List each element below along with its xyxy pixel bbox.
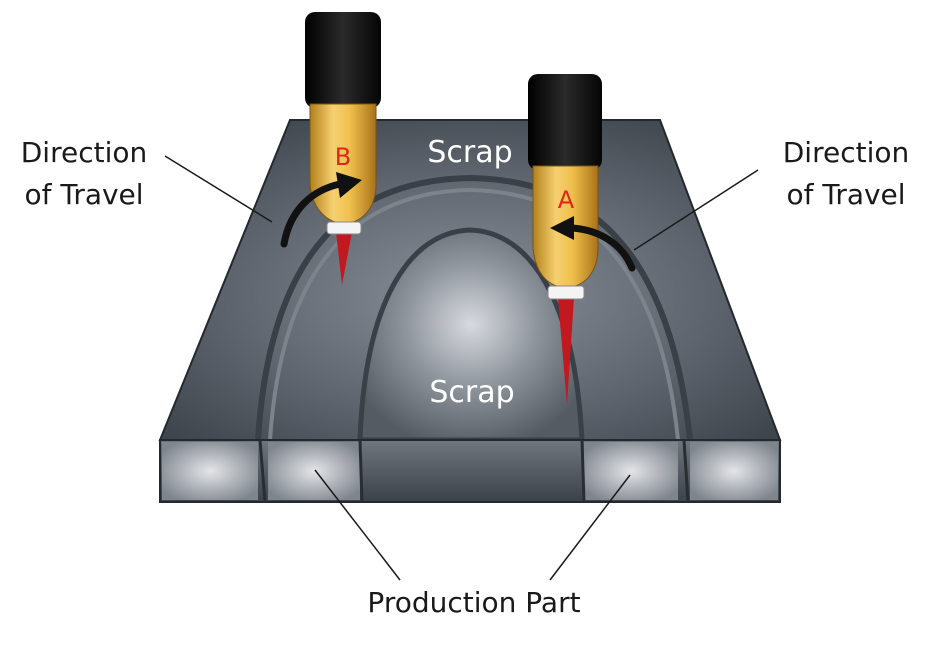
torch-a-tip (547, 285, 585, 300)
torch-a-letter: A (558, 186, 575, 214)
direction-label-right-line1: Direction (783, 136, 910, 169)
face-segment-center-scrap (362, 442, 582, 500)
arrow-a-direction (550, 216, 636, 272)
face-segment-left-scrap (162, 442, 258, 500)
face-segment-production-right (584, 442, 678, 500)
laser-beam-b (336, 232, 352, 285)
face-kerf-lines (258, 439, 690, 503)
laser-beam-a (558, 298, 574, 405)
torch-b: B (305, 12, 381, 235)
face-segment-right-scrap (690, 442, 778, 500)
torch-b-letter: B (335, 143, 351, 171)
leader-lines (164, 155, 759, 581)
direction-label-left-line1: Direction (21, 136, 148, 169)
direction-label-right-line2: of Travel (786, 178, 905, 211)
arrow-b-direction (280, 172, 362, 248)
direction-label-left-line2: of Travel (24, 178, 143, 211)
torch-a: A (528, 74, 602, 300)
torch-b-tip (326, 221, 362, 235)
torch-b-cap (305, 12, 381, 108)
production-part-label: Production Part (367, 586, 580, 619)
face-segment-production-left (268, 442, 360, 500)
outer-cut-kerf (255, 174, 693, 441)
outer-cut-kerf-inner (268, 187, 680, 441)
scrap-label-inner: Scrap (429, 375, 514, 410)
torch-a-cap (528, 74, 602, 170)
scrap-label-outer: Scrap (427, 135, 512, 170)
